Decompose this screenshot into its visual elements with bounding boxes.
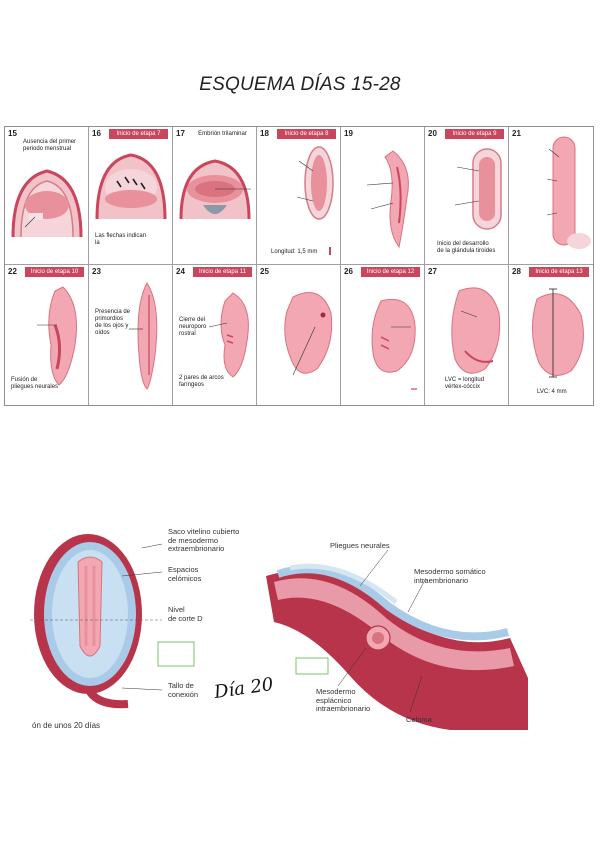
cell-day-20: 20 Inicio de etapa 9 Inicio del desarrol… — [425, 127, 509, 265]
day-number: 28 — [512, 267, 521, 276]
day-number: 17 — [176, 129, 185, 138]
stage-banner: Inicio de etapa 8 — [277, 129, 336, 139]
cell-day-19: 19 — [341, 127, 425, 265]
cell-note: LVC: 4 mm — [537, 389, 567, 396]
day-number: 22 — [8, 267, 17, 276]
stage-banner: Inicio de etapa 13 — [529, 267, 589, 277]
embryo-illustration — [341, 265, 425, 405]
embryo-illustration — [509, 127, 593, 265]
cell-day-21: 21 — [509, 127, 593, 265]
stage-banner: Inicio de etapa 12 — [361, 267, 420, 277]
embryo-illustration — [257, 127, 341, 265]
label-pliegues-neurales: Pliegues neurales — [330, 542, 390, 551]
label-caption: ón de unos 20 días — [32, 722, 100, 731]
label-celoma: Celoma — [406, 716, 432, 725]
day-number: 27 — [428, 267, 437, 276]
embryo-illustration — [257, 265, 341, 405]
stage-banner: Inicio de etapa 11 — [193, 267, 252, 277]
day-number: 25 — [260, 267, 269, 276]
cell-day-25: 25 — [257, 265, 341, 405]
day-number: 24 — [176, 267, 185, 276]
stage-banner: Embrión trilaminar — [193, 129, 252, 139]
day-number: 16 — [92, 129, 101, 138]
cell-day-28: 28 Inicio de etapa 13 LVC: 4 mm — [509, 265, 593, 405]
day-number: 15 — [8, 129, 17, 138]
cell-day-16: 16 Inicio de etapa 7 Las flechas indican… — [89, 127, 173, 265]
cell-day-26: 26 Inicio de etapa 12 — [341, 265, 425, 405]
embryo-cross-section-illustration — [30, 526, 568, 730]
day-number: 20 — [428, 129, 437, 138]
embryo-illustration — [341, 127, 425, 265]
day-number: 18 — [260, 129, 269, 138]
embryo-illustration — [173, 127, 257, 265]
page-title: ESQUEMA DÍAS 15-28 — [0, 74, 600, 96]
cell-day-17: 17 Embrión trilaminar — [173, 127, 257, 265]
stage-banner: Inicio de etapa 9 — [445, 129, 504, 139]
day-number: 26 — [344, 267, 353, 276]
day-number: 21 — [512, 129, 521, 138]
stage-banner: Inicio de etapa 7 — [109, 129, 168, 139]
day-number: 23 — [92, 267, 101, 276]
day-number: 19 — [344, 129, 353, 138]
cell-note: Longitud: 1,5 mm — [271, 249, 317, 256]
stage-banner: Inicio de etapa 10 — [25, 267, 84, 277]
cell-day-18: 18 Inicio de etapa 8 Longitud: 1,5 mm — [257, 127, 341, 265]
embryo-illustration — [509, 265, 593, 405]
